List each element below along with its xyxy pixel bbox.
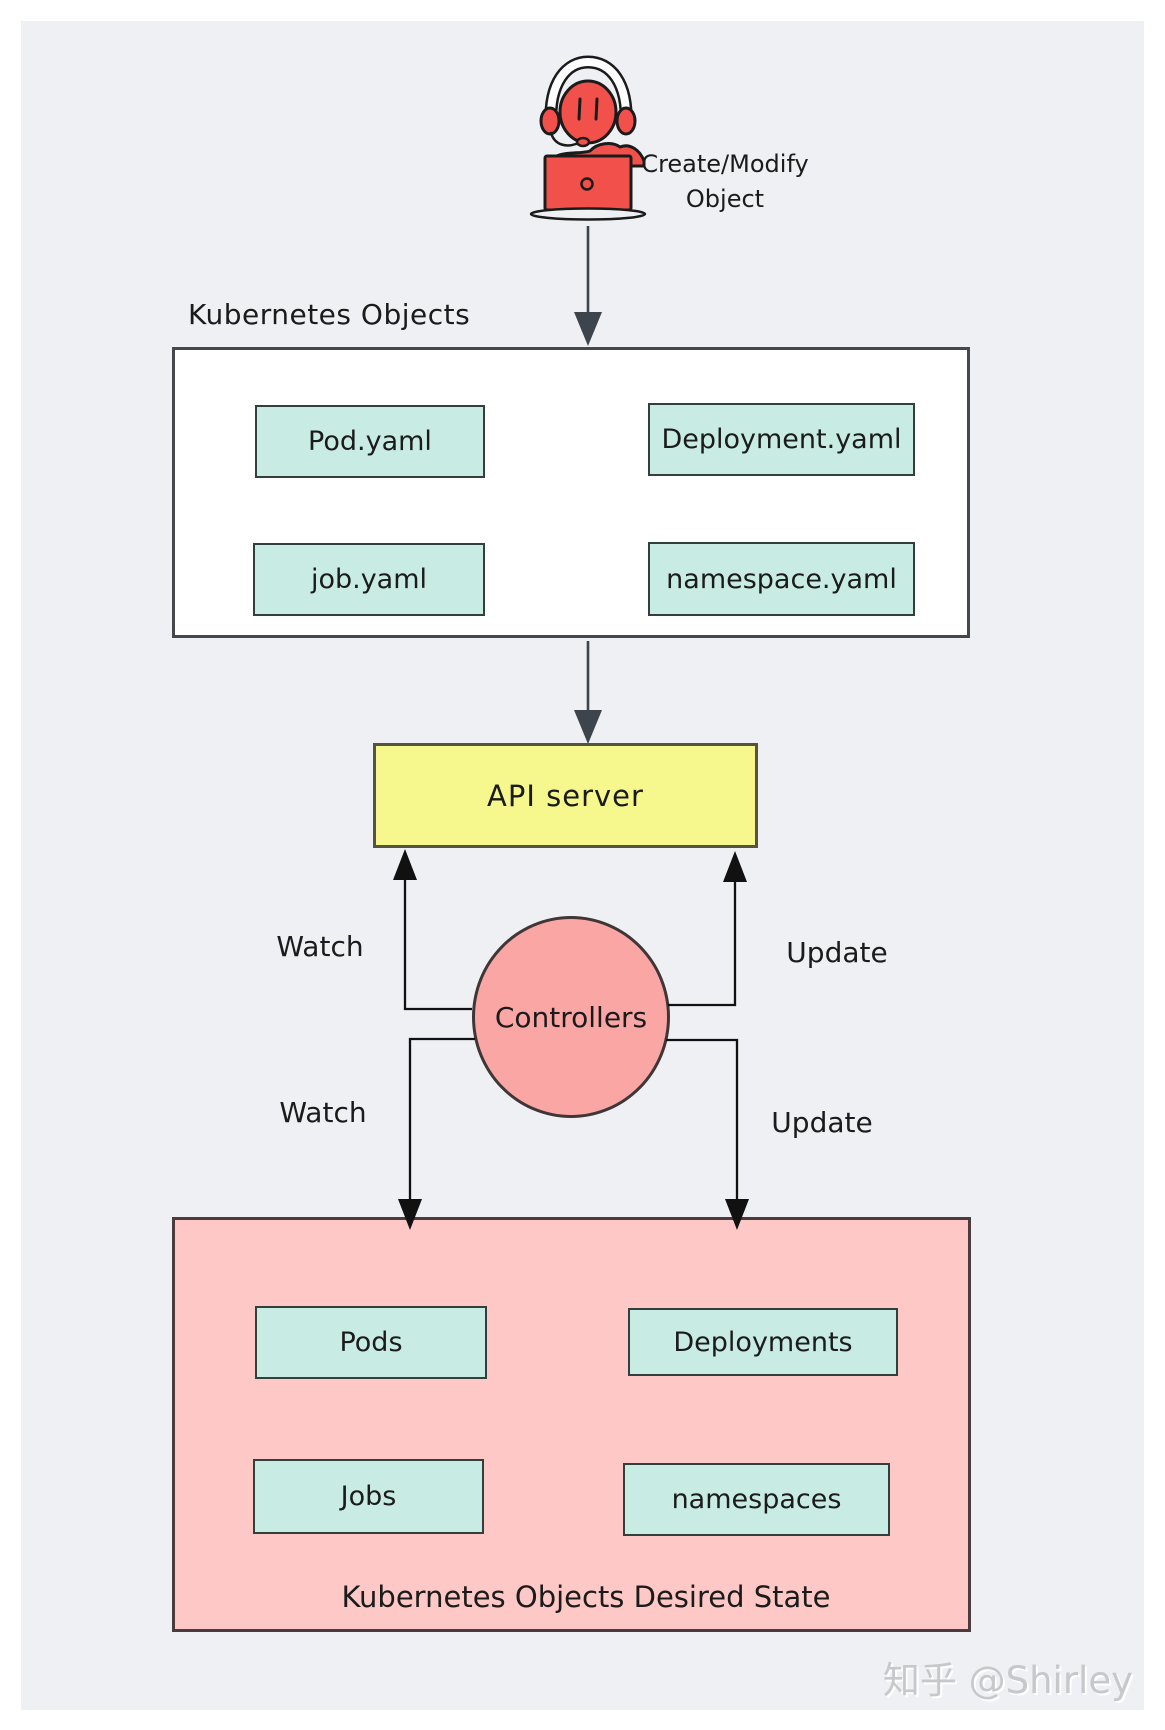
- namespaces-label: namespaces: [671, 1484, 842, 1515]
- watch-state-label: Watch: [279, 1096, 367, 1129]
- pod-yaml-label: Pod.yaml: [308, 426, 432, 457]
- watch-api-label: Watch: [276, 930, 364, 963]
- update-api-label: Update: [786, 936, 888, 969]
- deployments-label: Deployments: [673, 1326, 853, 1358]
- pods-box: Pods: [255, 1306, 487, 1379]
- job-yaml-box: job.yaml: [253, 543, 485, 616]
- deployment-yaml-label: Deployment.yaml: [661, 424, 902, 455]
- deployment-yaml-box: Deployment.yaml: [648, 403, 915, 476]
- pod-yaml-box: Pod.yaml: [255, 405, 485, 478]
- api-server-box: API server: [373, 743, 758, 848]
- watermark-text: 知乎 @Shirley: [882, 1659, 1133, 1702]
- jobs-box: Jobs: [253, 1459, 484, 1534]
- desired-state-title: Kubernetes Objects Desired State: [341, 1580, 831, 1614]
- controllers-circle: Controllers: [472, 916, 670, 1118]
- job-yaml-label: job.yaml: [310, 564, 428, 595]
- create-modify-caption: Create/Modify Object: [630, 147, 820, 217]
- pods-label: Pods: [339, 1327, 403, 1358]
- api-server-label: API server: [487, 778, 644, 813]
- namespace-yaml-label: namespace.yaml: [666, 563, 897, 595]
- deployments-box: Deployments: [628, 1308, 898, 1376]
- namespace-yaml-box: namespace.yaml: [648, 542, 915, 616]
- create-modify-line2: Object: [685, 184, 765, 213]
- controllers-label: Controllers: [494, 1000, 648, 1034]
- namespaces-box: namespaces: [623, 1463, 890, 1536]
- update-state-label: Update: [771, 1106, 873, 1139]
- kubernetes-objects-title: Kubernetes Objects: [188, 298, 471, 331]
- desired-state-box: [172, 1217, 971, 1632]
- jobs-label: Jobs: [340, 1481, 397, 1512]
- create-modify-line1: Create/Modify: [641, 150, 809, 178]
